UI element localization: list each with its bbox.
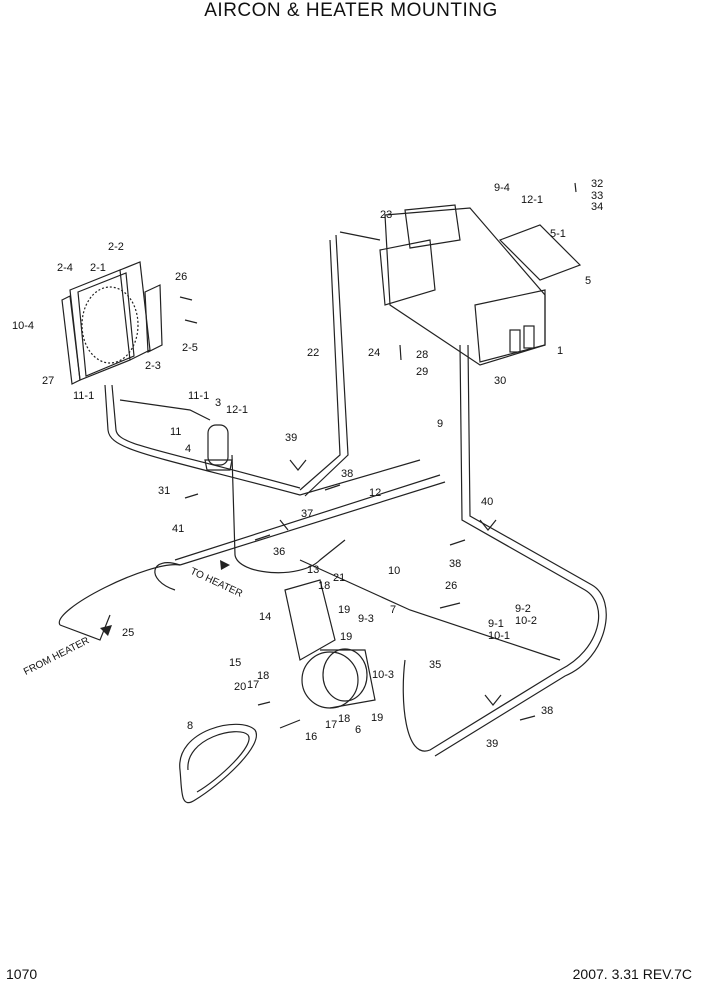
callout-label: 13 (307, 564, 320, 576)
callout-label: 12-1 (226, 404, 249, 416)
aircon-heater-unit (379, 204, 582, 366)
callout-label: 22 (307, 347, 320, 359)
callout-label: 15 (229, 657, 242, 669)
callout-label: 2-5 (182, 342, 198, 354)
callout-label: 25 (122, 627, 135, 639)
callout-label: 9 (437, 418, 444, 430)
callout-label: 5-1 (550, 228, 566, 240)
compressor (284, 579, 376, 709)
callout-label: 19 (371, 712, 384, 724)
callout-label: 18 (338, 713, 351, 725)
receiver-drier (204, 424, 233, 471)
callout-label: 14 (259, 611, 272, 623)
callout-label: 40 (481, 496, 494, 508)
callout-label: 35 (429, 659, 442, 671)
callout-label: 1 (557, 345, 564, 357)
callout-label: 10-4 (12, 320, 35, 332)
revision-footer: 2007. 3.31 REV.7C (572, 966, 692, 982)
callout-label: 20 (234, 681, 247, 693)
callout-label: 33 (591, 190, 604, 202)
callout-label: 41 (172, 523, 185, 535)
callout-label: 3 (215, 397, 222, 409)
condenser (61, 261, 163, 385)
callout-label: 27 (42, 375, 55, 387)
callout-label: 4 (185, 443, 192, 455)
v-belt (179, 723, 258, 804)
callout-label: 18 (257, 670, 270, 682)
callout-label: 10-3 (372, 669, 395, 681)
callout-label: 28 (416, 349, 429, 361)
callout-label: 12 (369, 487, 382, 499)
callout-label: 26 (445, 580, 458, 592)
callout-label: 9-3 (358, 613, 374, 625)
callout-label: 39 (486, 738, 499, 750)
callout-label: 9-4 (494, 182, 510, 194)
arrow-to-heater (220, 560, 230, 570)
callout-label: 24 (368, 347, 381, 359)
callout-label: 30 (494, 375, 507, 387)
callout-label: 2-1 (90, 262, 106, 274)
callout-label: 23 (380, 209, 393, 221)
callout-label: 9-2 (515, 603, 531, 615)
callout-label: 12-1 (521, 194, 544, 206)
callout-label: 2-2 (108, 241, 124, 253)
clamps (279, 459, 502, 706)
callout-label: 34 (591, 201, 604, 213)
callout-label: 19 (340, 631, 353, 643)
callout-label: 31 (158, 485, 171, 497)
page-title: AIRCON & HEATER MOUNTING (204, 0, 498, 21)
callout-label: 10-2 (515, 615, 538, 627)
callout-label: 37 (301, 508, 314, 520)
callout-label: 36 (273, 546, 286, 558)
callout-label: 11-1 (188, 390, 210, 402)
hose-routes (58, 231, 607, 757)
callout-label: 5 (585, 275, 592, 287)
callout-label: 29 (416, 366, 429, 378)
callout-label: 7 (390, 604, 397, 616)
callout-label: 26 (175, 271, 188, 283)
callout-label: 16 (305, 731, 318, 743)
callout-label: 9-1 (488, 618, 504, 630)
callout-label: 2-3 (145, 360, 161, 372)
callout-label: 38 (341, 468, 354, 480)
callout-label: 38 (449, 558, 462, 570)
callout-label: 38 (541, 705, 554, 717)
callout-label: 10-1 (488, 630, 511, 642)
page-number: 1070 (6, 966, 38, 982)
callout-label: 17 (325, 719, 338, 731)
callout-label: 17 (247, 679, 260, 691)
arrow-from-heater (100, 625, 112, 636)
callout-label: 11 (170, 426, 182, 438)
callout-label: 11-1 (73, 390, 95, 402)
callout-label: 8 (187, 720, 194, 732)
callout-label: 21 (333, 572, 346, 584)
callout-label: 2-4 (57, 262, 73, 274)
callout-label: 19 (338, 604, 351, 616)
callout-label: 39 (285, 432, 298, 444)
callout-label: 18 (318, 580, 331, 592)
callout-label: 10 (388, 565, 401, 577)
callout-label: 6 (355, 724, 362, 736)
bolts (179, 182, 577, 729)
callout-label: 32 (591, 178, 604, 190)
